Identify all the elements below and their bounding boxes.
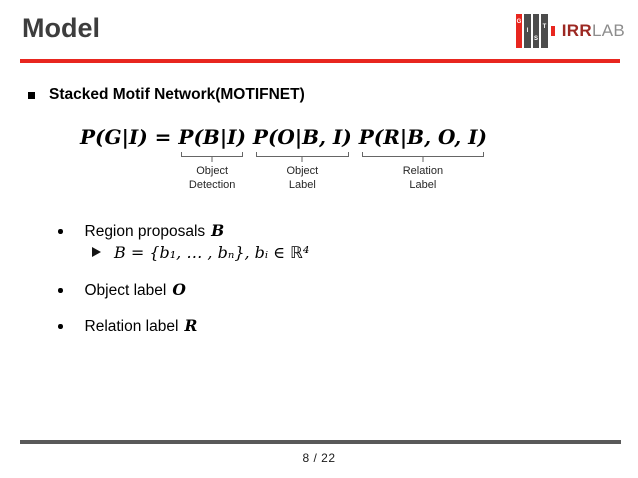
gist-bar-g: G	[515, 14, 523, 48]
term-label: Object Detection	[188, 165, 236, 191]
brand-irr: IRR	[561, 21, 592, 40]
formula-term-relation-label: P(R|B, O, I) Relation Label	[358, 125, 487, 191]
underbrace-icon	[181, 152, 243, 157]
section-heading: Stacked Motif Network(MOTIFNET)	[28, 86, 305, 104]
gist-bar-i: I	[524, 14, 531, 48]
formula-term-object-detection: P(B|I) Object Detection	[178, 125, 246, 191]
math-var-o: O	[172, 280, 186, 299]
gist-logo-icon: G I S T	[515, 14, 555, 48]
underbrace-icon	[255, 152, 349, 157]
bullet-icon	[58, 324, 63, 329]
gist-red-mark	[550, 26, 555, 36]
term-label: Object Label	[286, 165, 319, 191]
bullet-icon	[58, 288, 63, 293]
brand-lab: LAB	[591, 21, 625, 40]
irrlab-wordmark: IRRLAB	[562, 21, 625, 41]
section-heading-label: Stacked Motif Network(MOTIFNET)	[49, 86, 305, 103]
footer-divider	[20, 440, 621, 444]
bullet-icon	[58, 229, 63, 234]
formula-lhs: P(G|I) =	[80, 125, 172, 149]
page-number: 8 / 22	[302, 451, 336, 465]
underbrace-icon	[361, 152, 484, 157]
math-var-b: B	[211, 221, 225, 240]
term-label: Relation Label	[402, 165, 444, 191]
square-bullet-icon	[28, 91, 35, 99]
gist-bar-t: T	[541, 14, 548, 48]
sub-bullet-b-definition: B = {b₁, … , bₙ}, bᵢ ∈ ℝ⁴	[92, 243, 309, 263]
gist-bar-s: S	[532, 14, 540, 48]
formula: P(G|I) = P(B|I) Object Detection P(O|B, …	[80, 124, 487, 192]
math-var-r: R	[184, 316, 198, 335]
title-divider	[20, 59, 620, 63]
b-set-definition: B = {b₁, … , bₙ}, bᵢ ∈ ℝ⁴	[114, 243, 310, 262]
formula-term-object-label: P(O|B, I) Object Label	[252, 125, 352, 191]
page-title: Model	[22, 13, 100, 43]
irrlab-logo: G I S T IRRLAB	[515, 14, 625, 48]
arrow-bullet-icon	[92, 247, 101, 257]
